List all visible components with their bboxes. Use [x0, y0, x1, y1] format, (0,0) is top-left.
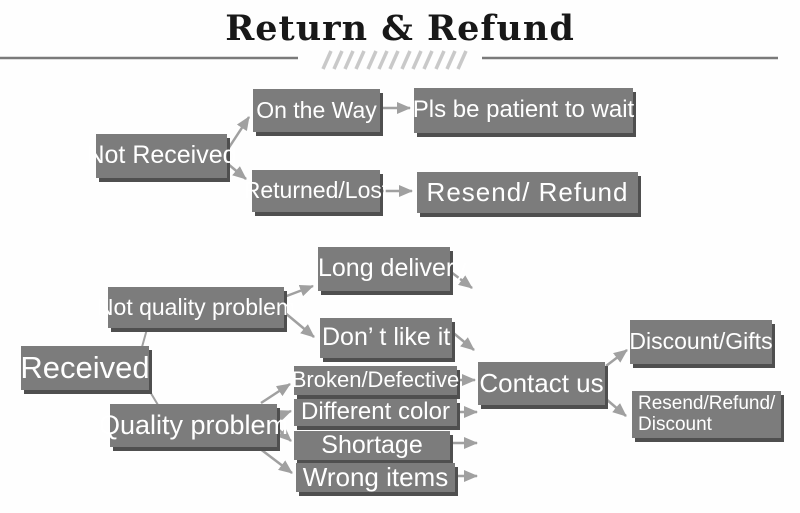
- node-wrong-items: Wrong items: [296, 463, 455, 492]
- page-title: Return & Refund: [225, 8, 575, 49]
- node-received: Received: [20, 346, 150, 390]
- node-pls-be-patient: Pls be patient to wait: [413, 88, 634, 133]
- hatch-decoration: [321, 50, 468, 70]
- node-not-quality-problem: Not quality problem: [97, 287, 295, 328]
- node-broken-defective: Broken/Defective: [292, 366, 459, 395]
- node-returned-lost: Returned/Lost: [244, 170, 388, 212]
- node-dont-like-it: Don’ t like it: [320, 318, 452, 358]
- node-quality-problem: Quality problem: [99, 404, 288, 447]
- node-long-delivery: Long delivery: [318, 247, 467, 291]
- node-resend-refund-discount: Resend/Refund/ Discount: [632, 391, 781, 438]
- node-resend-refund-discount-line1: Resend/Refund/: [638, 392, 776, 414]
- node-discount-gifts: Discount/Gifts: [629, 320, 773, 364]
- node-on-the-way: On the Way: [253, 89, 380, 132]
- node-shortage: Shortage: [294, 431, 450, 460]
- node-resend-refund: Resend/ Refund: [417, 172, 638, 213]
- node-contact-us: Contact us: [478, 362, 605, 405]
- node-different-color: Different color: [294, 399, 457, 426]
- node-resend-refund-discount-line2: Discount: [638, 413, 712, 435]
- node-not-received: Not Received: [86, 134, 237, 178]
